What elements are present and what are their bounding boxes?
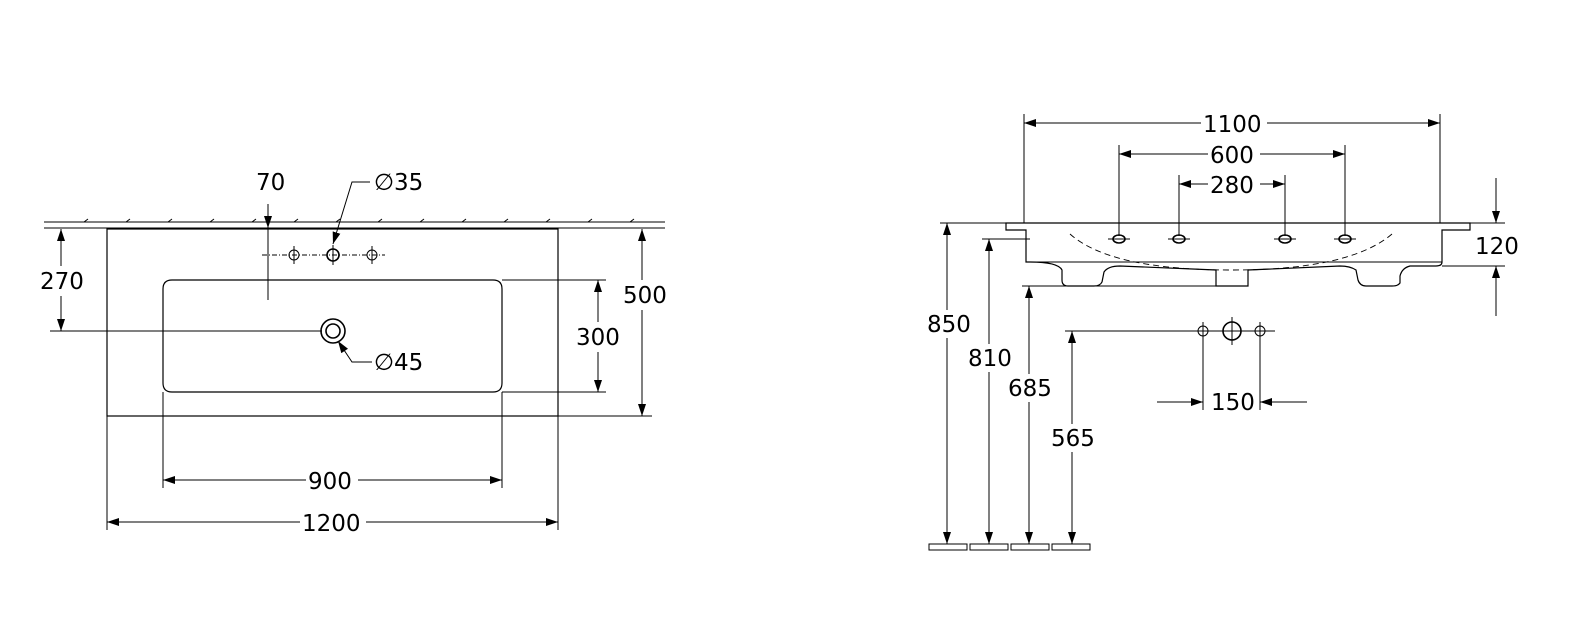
- supply-holes: [1197, 317, 1266, 345]
- wall-hatch: [44, 218, 665, 229]
- top-holes: [1108, 234, 1356, 244]
- basin-outline: [106, 228, 559, 417]
- dim-hole-spacing-outer: 600: [1210, 143, 1254, 169]
- side-view: 1100 600 280 120 850: [927, 109, 1519, 551]
- dim-height-underside: 810: [968, 346, 1012, 372]
- waste-outlet: [320, 318, 346, 344]
- dim-top-width: 1100: [1203, 112, 1262, 138]
- basin-profile: [1005, 222, 1471, 287]
- dim-height-supply: 565: [1051, 426, 1095, 452]
- dim-height-waste: 685: [1008, 376, 1052, 402]
- dim-height-top: 850: [927, 312, 971, 338]
- dim-overall-depth: 500: [623, 283, 667, 309]
- floor: [928, 543, 1091, 551]
- dim-bowl-width: 900: [308, 469, 352, 495]
- dim-hole-depth: 270: [40, 269, 84, 295]
- dim-hole-spacing-inner: 280: [1210, 173, 1254, 199]
- tap-holes: [262, 245, 385, 265]
- plan-view: 70 ∅35 ∅45 270 500 300 900 120: [40, 170, 668, 537]
- dim-waste-diameter: ∅45: [374, 350, 423, 376]
- dim-supply-spacing: 150: [1211, 390, 1255, 416]
- dim-overall-width: 1200: [302, 511, 361, 537]
- dim-thickness: 120: [1475, 234, 1519, 260]
- dim-bowl-depth: 300: [576, 325, 620, 351]
- bowl-outline: [162, 279, 503, 393]
- dim-hole-offset: 70: [256, 170, 285, 196]
- dim-tap-hole-diameter: ∅35: [374, 170, 423, 196]
